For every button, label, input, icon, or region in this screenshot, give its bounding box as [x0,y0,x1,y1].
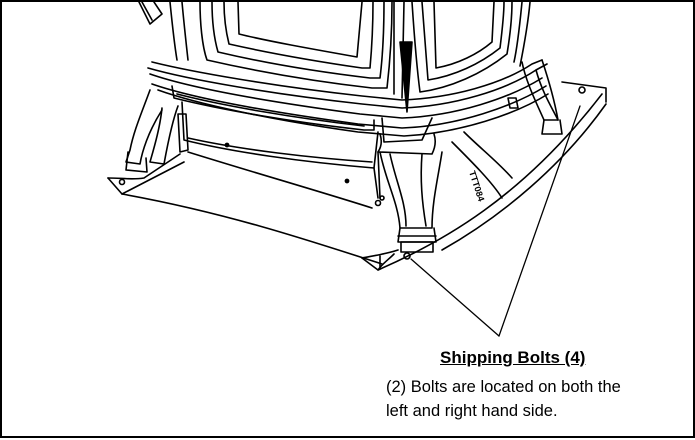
left-rear-leg [125,89,189,173]
front-right-leg [377,133,443,253]
leader-line-right [498,105,581,337]
shipping-bolt-leaders [410,105,581,337]
left-base-rail [107,151,383,265]
leader-line-left [410,258,500,337]
right-rear-leg [507,59,563,135]
stove-body [138,2,531,113]
stove-apron [181,101,381,199]
stove-base-molding [147,59,549,143]
